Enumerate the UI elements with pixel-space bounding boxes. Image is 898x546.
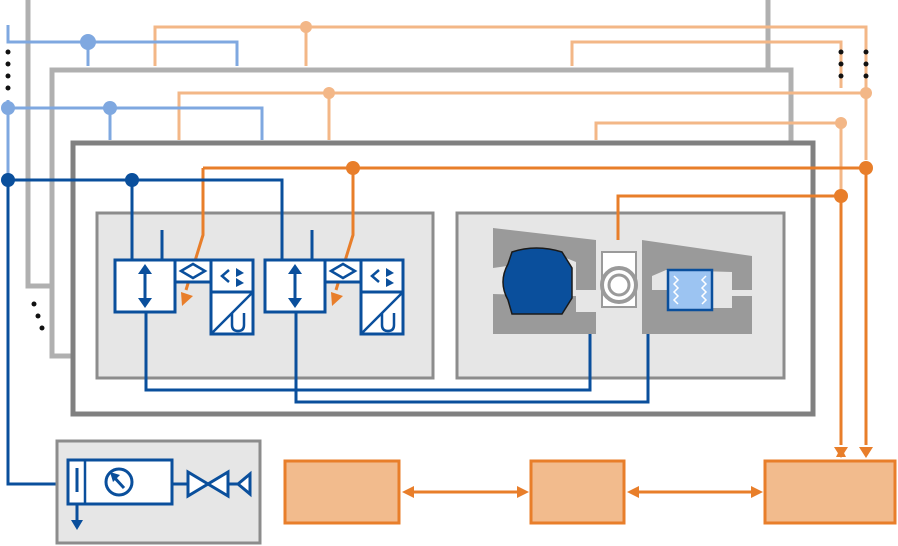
sensor-icon (359, 258, 405, 336)
shutoff-valve-icon (172, 469, 252, 499)
actuator-assembly (493, 228, 752, 335)
light-orange-nodes (300, 21, 872, 129)
dark-orange-nodes (346, 161, 873, 203)
block-connectors (402, 486, 763, 498)
dark-blue-nodes (1, 173, 139, 187)
directional-valve-icon (263, 258, 363, 314)
directional-valve-icon (113, 258, 213, 314)
light-orange-lines (153, 25, 868, 190)
controller-block-3 (763, 459, 897, 525)
dark-orange-lines (184, 166, 868, 445)
controller-block-2 (529, 459, 626, 525)
ellipsis-icon (5, 49, 869, 331)
sensor-icon (209, 258, 255, 336)
orange-arrowheads (181, 292, 873, 458)
light-blue-nodes (1, 34, 117, 115)
pressure-gauge-icon (66, 458, 174, 530)
controller-block-1 (283, 459, 401, 525)
